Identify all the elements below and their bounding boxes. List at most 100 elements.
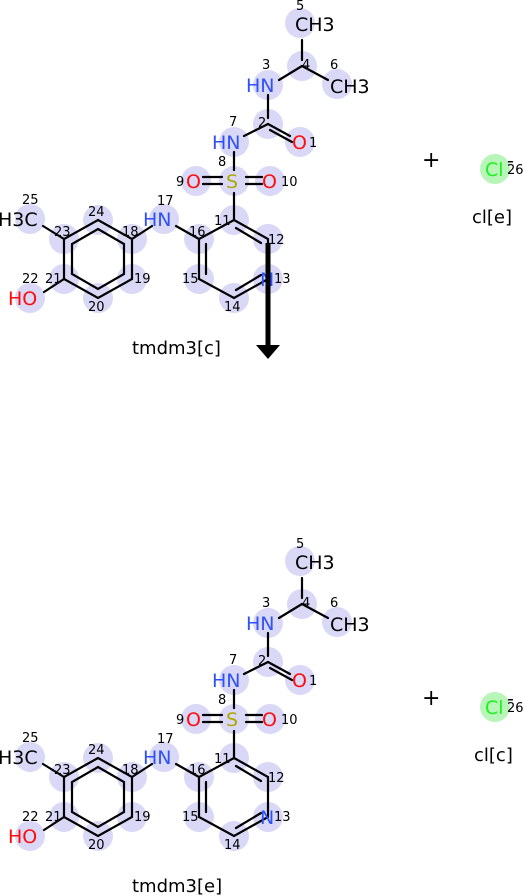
- atom-index-12: 12: [268, 233, 285, 248]
- atom-highlights: [15, 8, 352, 313]
- svg-text:15: 15: [182, 272, 199, 287]
- svg-text:HN: HN: [246, 613, 275, 635]
- atom-c5: CH3: [295, 14, 335, 36]
- svg-text:HN: HN: [212, 132, 241, 154]
- atom-index-11: 11: [214, 214, 231, 229]
- atom-index-20: 20: [88, 838, 105, 853]
- svg-text:12: 12: [268, 233, 285, 248]
- svg-text:HO: HO: [8, 288, 37, 310]
- atom-o10: O: [262, 709, 277, 731]
- atom-indices: 5 3 4 6 7 2 1 8 9 10 17 11 12 16 13 15 1…: [22, 0, 338, 315]
- atom-n3: HN: [246, 75, 275, 97]
- svg-text:25: 25: [22, 731, 39, 746]
- svg-text:10: 10: [281, 175, 298, 190]
- reaction-top: CH3 CH3 HN O HN S O O HN N H3C HO 5 3 4 …: [0, 0, 523, 359]
- bonds: [41, 38, 330, 300]
- svg-text:11: 11: [214, 752, 231, 767]
- svg-text:21: 21: [45, 810, 62, 825]
- svg-text:19: 19: [134, 272, 151, 287]
- atom-c25: H3C: [0, 747, 38, 769]
- atom-index-22: 22: [22, 810, 39, 825]
- atom-index-3: 3: [262, 58, 270, 73]
- svg-text:23: 23: [54, 225, 71, 240]
- atom-index-14: 14: [224, 838, 241, 853]
- svg-text:HN: HN: [143, 747, 172, 769]
- atom-index-4: 4: [302, 596, 310, 611]
- plus-sign-top: +: [422, 148, 440, 173]
- molecule-label-top: tmdm3[c]: [132, 338, 221, 359]
- svg-text:23: 23: [54, 763, 71, 778]
- svg-text:S: S: [226, 171, 238, 193]
- svg-text:15: 15: [182, 810, 199, 825]
- atom-n3: HN: [246, 613, 275, 635]
- chloride-index-top: 26: [507, 163, 523, 178]
- atom-index-1: 1: [309, 136, 317, 151]
- svg-text:11: 11: [214, 214, 231, 229]
- atom-o22: HO: [8, 288, 37, 310]
- atom-indices: 5 3 4 6 7 2 1 8 9 10 17 11 12 16 13 15 1…: [22, 537, 338, 853]
- chloride-index-bottom: 26: [507, 701, 523, 716]
- atom-index-11: 11: [214, 752, 231, 767]
- chloride-ion-top: Cl: [485, 159, 504, 181]
- atom-index-14: 14: [224, 300, 241, 315]
- atom-c6: CH3: [330, 614, 370, 636]
- atom-index-3: 3: [262, 596, 270, 611]
- svg-text:20: 20: [88, 838, 105, 853]
- svg-text:7: 7: [229, 115, 237, 130]
- reaction-arrow-head-icon: [256, 345, 280, 359]
- svg-text:20: 20: [88, 300, 105, 315]
- svg-text:9: 9: [176, 175, 184, 190]
- svg-text:CH3: CH3: [330, 76, 370, 98]
- reaction-bottom: CH3 CH3 HN O HN S O O HN N H3C HO 5 3 4 …: [0, 537, 523, 896]
- svg-text:13: 13: [274, 810, 291, 825]
- atom-s8: S: [226, 171, 238, 193]
- atom-n7: HN: [212, 132, 241, 154]
- svg-text:4: 4: [302, 58, 310, 73]
- atom-o1: O: [292, 670, 307, 692]
- atom-index-21: 21: [45, 272, 62, 287]
- svg-text:8: 8: [218, 155, 226, 170]
- molecule-label-bottom: tmdm3[e]: [132, 876, 222, 896]
- svg-text:16: 16: [189, 763, 206, 778]
- svg-text:O: O: [262, 171, 277, 193]
- ion-label-bottom: cl[c]: [474, 745, 513, 766]
- svg-text:22: 22: [22, 272, 39, 287]
- atom-index-16: 16: [189, 225, 206, 240]
- svg-text:CH3: CH3: [330, 614, 370, 636]
- atom-index-2: 2: [258, 654, 266, 669]
- atom-o9: O: [186, 709, 201, 731]
- atom-index-23: 23: [54, 225, 71, 240]
- atom-index-23: 23: [54, 763, 71, 778]
- atom-o1: O: [292, 132, 307, 154]
- svg-text:16: 16: [189, 225, 206, 240]
- atom-index-20: 20: [88, 300, 105, 315]
- atom-index-25: 25: [22, 731, 39, 746]
- atom-index-24: 24: [88, 205, 105, 220]
- atom-index-10: 10: [281, 175, 298, 190]
- svg-text:O: O: [186, 709, 201, 731]
- svg-text:22: 22: [22, 810, 39, 825]
- svg-text:14: 14: [224, 300, 241, 315]
- atom-index-17: 17: [157, 194, 174, 209]
- svg-text:14: 14: [224, 838, 241, 853]
- atom-index-25: 25: [22, 193, 39, 208]
- svg-text:3: 3: [262, 596, 270, 611]
- atom-index-9: 9: [176, 713, 184, 728]
- ion-label-top: cl[e]: [472, 207, 512, 228]
- svg-text:12: 12: [268, 771, 285, 786]
- svg-text:9: 9: [176, 713, 184, 728]
- svg-text:18: 18: [122, 225, 139, 240]
- svg-text:CH3: CH3: [295, 552, 335, 574]
- molecule-bottom: CH3 CH3 HN O HN S O O HN N H3C HO 5 3 4 …: [0, 537, 370, 853]
- chloride-charge-bottom: -: [507, 688, 514, 710]
- svg-text:6: 6: [330, 596, 338, 611]
- atom-c5: CH3: [295, 552, 335, 574]
- atom-index-18: 18: [122, 225, 139, 240]
- svg-text:HN: HN: [246, 75, 275, 97]
- svg-text:1: 1: [309, 674, 317, 689]
- bonds: [41, 576, 330, 838]
- atom-index-4: 4: [302, 58, 310, 73]
- atom-s8: S: [226, 709, 238, 731]
- svg-text:O: O: [262, 709, 277, 731]
